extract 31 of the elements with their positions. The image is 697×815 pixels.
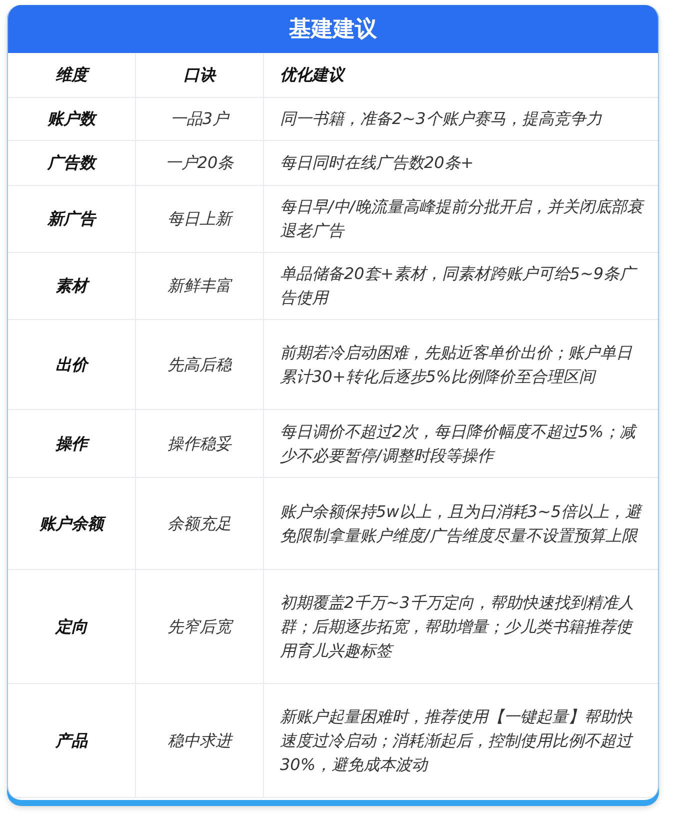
suggestion-text: 单品储备20套+素材，同素材跨账户可给5~9条广告使用 [280, 263, 638, 309]
mnemonic-text: 每日上新 [168, 208, 232, 230]
column-header: 口诀 [184, 64, 216, 86]
dimension-label: 账户数 [48, 108, 96, 130]
suggestion-text: 初期覆盖2千万~3千万定向，帮助快速找到精准人群；后期逐步拓宽，帮助增量；少儿类书籍推荐使用育儿兴趣标签 [280, 592, 635, 662]
dimension-label: 新广告 [48, 208, 96, 230]
dimension-label: 广告数 [48, 152, 96, 174]
mnemonic-text: 先窄后宽 [168, 616, 232, 638]
column-header: 维度 [56, 63, 88, 87]
mnemonic-text: 操作稳妥 [168, 432, 232, 454]
column-header: 优化建议 [280, 64, 344, 86]
dimension-label: 操作 [56, 432, 88, 456]
mnemonic-text: 一户20条 [165, 152, 234, 174]
suggestion-text: 每日调价不超过2次，每日降价幅度不超过5%；减少不必要暂停/调整时段等操作 [280, 420, 638, 466]
dimension-label: 出价 [56, 354, 88, 376]
dimension-label: 产品 [56, 730, 88, 752]
suggestion-text: 新账户起量困难时，推荐使用【一键起量】帮助快速度过冷启动；消耗渐起后，控制使用比例不超过30%，避免成本波动 [280, 706, 634, 776]
suggestion-text: 每日同时在线广告数20条+ [280, 152, 474, 174]
mnemonic-text: 一品3户 [170, 108, 229, 130]
suggestion-text: 同一书籍，准备2~3个账户赛马，提高竞争力 [280, 108, 602, 130]
dimension-label: 素材 [56, 274, 88, 298]
title: 基建建议 [289, 16, 377, 44]
mnemonic-text: 稳中求进 [168, 730, 232, 752]
mnemonic-text: 先高后稳 [168, 354, 232, 376]
mnemonic-text: 余额充足 [168, 512, 232, 534]
suggestion-text: 前期若冷启动困难，先贴近客单价出价；账户单日累计30+转化后逐步5%比例降价至合理区间 [280, 342, 634, 388]
dimension-label: 账户余额 [40, 512, 104, 536]
suggestion-text: 每日早/中/晚流量高峰提前分批开启，并关闭底部衰退老广告 [280, 196, 646, 242]
mnemonic-text: 新鲜丰富 [168, 275, 232, 297]
dimension-label: 定向 [56, 616, 88, 638]
suggestion-text: 账户余额保持5w以上，且为日消耗3~5倍以上，避免限制拿量账户维度/广告维度尽量不设置预算上限 [280, 500, 644, 546]
